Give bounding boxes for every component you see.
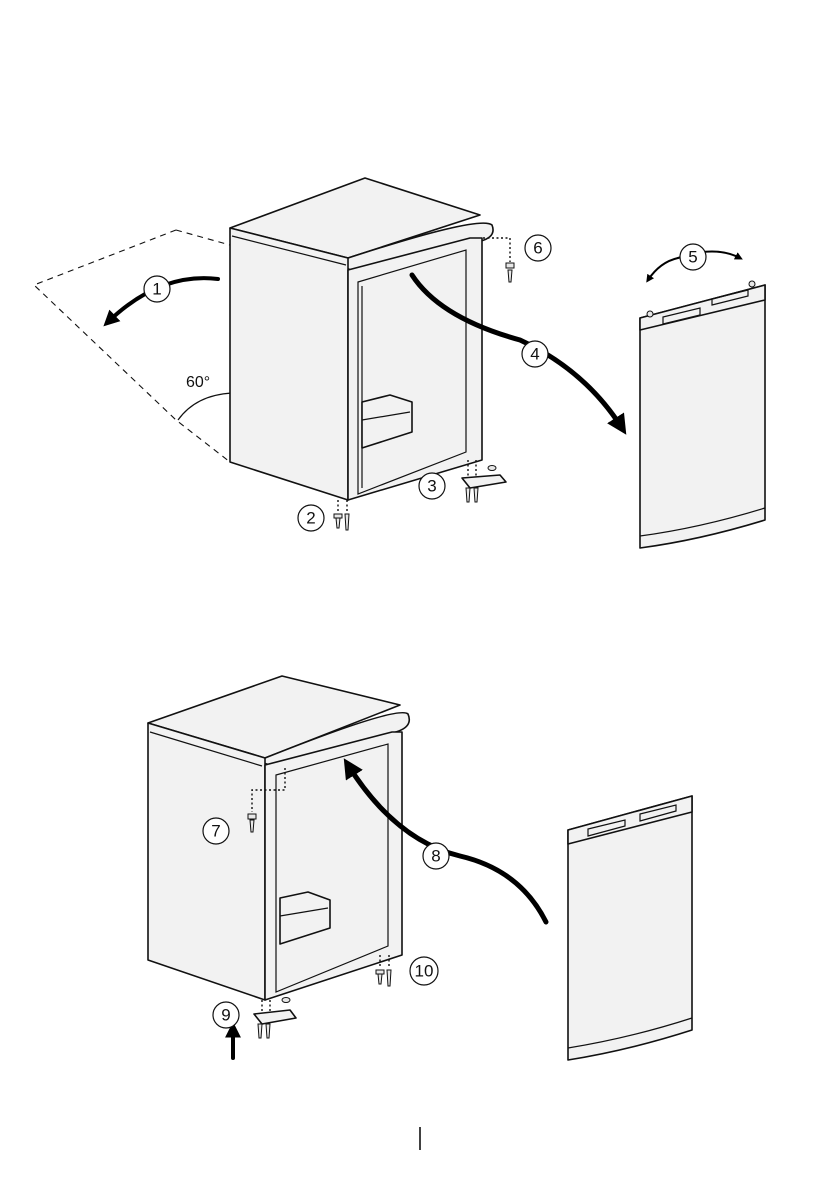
step-8-callout: 8 xyxy=(423,843,449,869)
step-3-callout: 3 xyxy=(419,473,445,499)
step-5-callout: 5 xyxy=(680,244,706,270)
step-1-callout: 1 xyxy=(144,276,170,302)
svg-text:8: 8 xyxy=(431,847,440,866)
fridge-door-top xyxy=(640,281,765,548)
arrow-5b xyxy=(648,258,678,280)
fridge-body-bottom xyxy=(148,676,409,1000)
svg-text:9: 9 xyxy=(221,1006,230,1025)
step-10-callout: 10 xyxy=(410,957,438,985)
step-6-callout: 6 xyxy=(525,235,551,261)
step-7-callout: 7 xyxy=(203,818,229,844)
svg-text:5: 5 xyxy=(688,248,697,267)
angle-label: 60° xyxy=(186,374,210,391)
door-swing-top-edge xyxy=(176,230,230,245)
svg-text:1: 1 xyxy=(152,280,161,299)
door-swing-outline xyxy=(34,230,230,462)
angle-arc xyxy=(178,393,232,420)
svg-text:10: 10 xyxy=(415,962,434,981)
svg-text:7: 7 xyxy=(211,822,220,841)
step-4-callout: 4 xyxy=(522,341,548,367)
step-9-callout: 9 xyxy=(213,1002,239,1028)
step-2-callout: 2 xyxy=(298,505,324,531)
top-illustration: 60° xyxy=(34,178,765,548)
svg-text:4: 4 xyxy=(530,345,539,364)
fridge-door-bottom xyxy=(568,796,692,1060)
svg-text:6: 6 xyxy=(533,239,542,258)
fridge-body-top xyxy=(230,178,493,500)
svg-text:2: 2 xyxy=(306,509,315,528)
svg-text:3: 3 xyxy=(427,477,436,496)
